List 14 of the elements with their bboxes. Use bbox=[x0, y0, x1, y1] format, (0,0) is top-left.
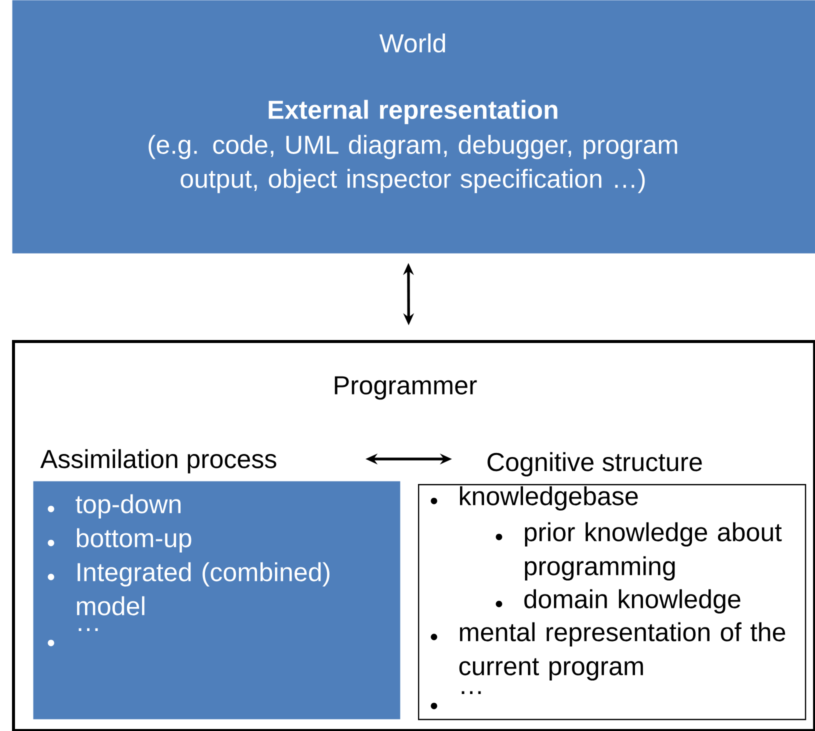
list-item: Integrated (combined) model bbox=[48, 562, 330, 616]
heading: Cognitive structure bbox=[488, 452, 702, 476]
list-item: … bbox=[48, 628, 98, 646]
list-item: bottom-up bbox=[48, 528, 192, 552]
heading: Programmer bbox=[334, 376, 477, 400]
list-item: top-down bbox=[48, 494, 181, 518]
description: (e.g. code, UML diagram, debugger, program output, object inspector specification …) bbox=[148, 134, 678, 194]
list-item: mental representation of the current program bbox=[430, 622, 786, 680]
list-item: domain knowledge bbox=[496, 589, 740, 614]
heading: World bbox=[379, 33, 446, 53]
list-item: knowledgebase bbox=[430, 486, 638, 510]
list-item: … bbox=[430, 691, 481, 710]
heading: Assimilation process bbox=[40, 449, 276, 474]
subheading: External representation bbox=[268, 100, 558, 124]
